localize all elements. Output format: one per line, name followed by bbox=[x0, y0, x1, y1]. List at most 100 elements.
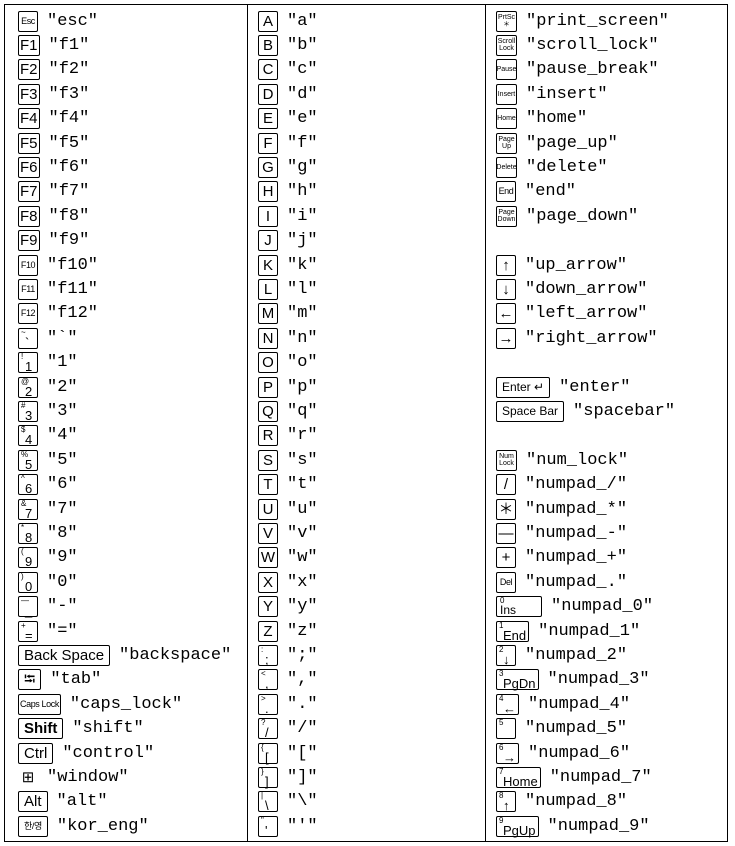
key-row: A"a" bbox=[248, 10, 318, 32]
key-code-name: "insert" bbox=[526, 84, 608, 104]
key-cap: → bbox=[496, 327, 516, 349]
key-code-name: "-" bbox=[47, 597, 78, 617]
column-function-and-number-keys: Esc"esc"F1"f1"F2"f2"F3"f3"F4"f4"F5"f5"F6… bbox=[5, 5, 248, 841]
key-row: }]"]" bbox=[248, 766, 318, 788]
key-cap: F bbox=[258, 132, 278, 154]
key-cap: :; bbox=[258, 644, 278, 666]
key-code-name: "page_down" bbox=[526, 206, 639, 226]
key-cap-shift-legend: < bbox=[261, 669, 266, 679]
key-code-name: "right_arrow" bbox=[525, 328, 658, 348]
key-cap-shift-legend: " bbox=[261, 815, 264, 825]
key-cap-legend: 2 bbox=[25, 383, 33, 399]
key-code-name: "spacebar" bbox=[573, 401, 676, 421]
key-row: V"v" bbox=[248, 522, 318, 544]
key-code-name: "3" bbox=[47, 401, 78, 421]
key-cap-shift-legend: + bbox=[21, 620, 26, 630]
key-cap-legend: 3 bbox=[25, 407, 33, 423]
key-cap: Scroll Lock bbox=[496, 34, 517, 56]
key-row: F7"f7" bbox=[5, 181, 89, 203]
key-cap-shift-legend: ! bbox=[21, 352, 24, 362]
key-cap-legend: [ bbox=[265, 749, 269, 765]
key-cap-shift-legend: 8 bbox=[499, 791, 504, 801]
key-row: K"k" bbox=[248, 254, 318, 276]
key-code-name: "numpad_*" bbox=[525, 499, 628, 519]
key-row: ⭾"tab" bbox=[5, 669, 101, 691]
key-code-name: "t" bbox=[287, 475, 318, 495]
key-code-name: "q" bbox=[287, 401, 318, 421]
key-code-name: ";" bbox=[287, 645, 318, 665]
key-cap: N bbox=[258, 327, 278, 349]
key-row: Home"home" bbox=[486, 108, 587, 130]
key-cap: Insert bbox=[496, 83, 517, 105]
key-cap: R bbox=[258, 425, 278, 447]
key-code-name: "9" bbox=[47, 548, 78, 568]
key-cap: 8↑ bbox=[496, 791, 516, 813]
key-code-name: "`" bbox=[47, 328, 78, 348]
key-cap-shift-legend: $ bbox=[21, 425, 26, 435]
key-row: W"w" bbox=[248, 547, 318, 569]
key-code-name: "1" bbox=[47, 353, 78, 373]
key-code-name: "f2" bbox=[48, 60, 90, 80]
key-row: C"c" bbox=[248, 59, 318, 81]
key-code-name: "j" bbox=[287, 231, 318, 251]
key-code-name: "f1" bbox=[48, 35, 90, 55]
key-cap: Y bbox=[258, 596, 278, 618]
key-cap-legend: 4 bbox=[25, 432, 33, 448]
key-row: Page Down"page_down" bbox=[486, 205, 638, 227]
key-cap: Ctrl bbox=[18, 742, 54, 764]
key-cap: Home bbox=[496, 108, 517, 130]
key-code-name: "numpad_+" bbox=[525, 548, 628, 568]
key-reference-table: Esc"esc"F1"f1"F2"f2"F3"f3"F4"f4"F5"f5"F6… bbox=[4, 4, 728, 842]
key-cap: 5 bbox=[496, 718, 516, 740]
key-cap: P bbox=[258, 376, 278, 398]
key-cap: Z bbox=[258, 620, 278, 642]
key-cap: Pause bbox=[496, 59, 517, 81]
key-row: D"d" bbox=[248, 83, 318, 105]
key-cap: F7 bbox=[18, 181, 40, 203]
key-row: 한/영"kor_eng" bbox=[5, 815, 149, 837]
key-cap-legend: = bbox=[25, 627, 33, 643]
key-cap-shift-legend: 0 bbox=[500, 596, 505, 606]
key-row: PrtSc ＊"print_screen" bbox=[486, 10, 669, 32]
key-code-name: "numpad_5" bbox=[525, 719, 628, 739]
key-row: / "numpad_/" bbox=[486, 474, 627, 496]
key-cap: — bbox=[496, 522, 516, 544]
key-row: "'"'" bbox=[248, 815, 318, 837]
key-code-name: "numpad_4" bbox=[528, 694, 631, 714]
key-row: #3"3" bbox=[5, 400, 78, 422]
key-cap-legend: ` bbox=[25, 334, 30, 350]
key-row: +="=" bbox=[5, 620, 78, 642]
key-code-name: "r" bbox=[287, 426, 318, 446]
key-cap-shift-legend: 6 bbox=[499, 742, 504, 752]
key-cap-legend: 0 bbox=[25, 578, 33, 594]
key-code-name: "control" bbox=[62, 743, 155, 763]
key-cap: += bbox=[18, 620, 38, 643]
key-code-name: "v" bbox=[287, 523, 318, 543]
key-row: ^6"6" bbox=[5, 474, 78, 496]
key-code-name: "down_arrow" bbox=[525, 279, 648, 299]
key-row: Caps Lock"caps_lock" bbox=[5, 693, 182, 715]
key-cap: J bbox=[258, 230, 278, 252]
key-row: Enter ↵"enter" bbox=[486, 376, 631, 398]
key-cap-legend: 1 bbox=[25, 359, 33, 375]
key-code-name: "numpad_/" bbox=[525, 475, 628, 495]
key-row: O"o" bbox=[248, 352, 318, 374]
key-row: ←"left_arrow" bbox=[486, 303, 647, 325]
key-cap-shift-legend: ? bbox=[261, 718, 266, 728]
key-cap: PrtSc ＊ bbox=[496, 10, 517, 32]
key-code-name: "y" bbox=[287, 597, 318, 617]
key-row: Pause "pause_break" bbox=[486, 59, 659, 81]
key-cap-legend: 9 bbox=[25, 554, 33, 570]
key-cap: / bbox=[496, 474, 516, 496]
key-code-name: "enter" bbox=[559, 377, 631, 397]
key-code-name: "tab" bbox=[50, 670, 102, 690]
key-code-name: "u" bbox=[287, 499, 318, 519]
key-code-name: "pause_break" bbox=[526, 60, 659, 80]
key-code-name: "4" bbox=[47, 426, 78, 446]
key-cap: F9 bbox=[18, 230, 40, 252]
key-code-name: "'" bbox=[287, 816, 318, 836]
key-cap: C bbox=[258, 59, 278, 81]
key-cap: A bbox=[258, 10, 278, 32]
